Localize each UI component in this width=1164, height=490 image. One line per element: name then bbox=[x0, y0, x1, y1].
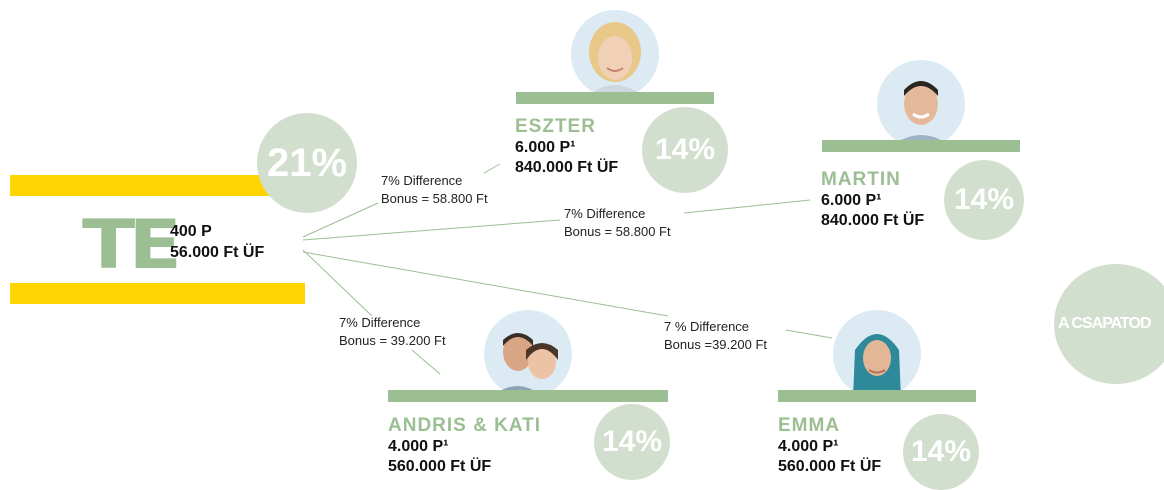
line-to-emma bbox=[302, 251, 669, 317]
emma-percent: 14% bbox=[910, 435, 972, 468]
martin-points: 6.000 P¹ bbox=[821, 192, 882, 209]
you-points: 400 P bbox=[170, 223, 212, 240]
andris-kati-photo bbox=[484, 310, 572, 398]
martin-portrait-icon bbox=[889, 81, 953, 148]
line-to-martin-2 bbox=[683, 199, 811, 214]
eszter-difference: 7% Difference bbox=[381, 173, 463, 188]
emma-percent-circle: 14% bbox=[903, 414, 979, 490]
eszter-percent-circle: 14% bbox=[642, 107, 728, 193]
line-to-eszter-2 bbox=[483, 163, 501, 174]
line-to-andris bbox=[302, 249, 373, 317]
andris-kati-percent-circle: 14% bbox=[594, 404, 670, 480]
martin-name: MARTIN bbox=[821, 169, 901, 190]
you-label: TE bbox=[82, 206, 182, 285]
eszter-photo bbox=[571, 10, 659, 98]
you-top-bar bbox=[10, 175, 305, 196]
line-to-emma-2 bbox=[785, 329, 833, 339]
martin-percent-circle: 14% bbox=[944, 160, 1024, 240]
martin-percent: 14% bbox=[953, 183, 1015, 216]
emma-bar bbox=[778, 390, 976, 402]
andris-kati-difference: 7% Difference bbox=[339, 315, 421, 330]
eszter-percent: 14% bbox=[654, 133, 716, 166]
connector-lines bbox=[302, 163, 833, 375]
eszter-points: 6.000 P¹ bbox=[515, 139, 576, 156]
you-revenue: 56.000 Ft ÜF bbox=[170, 244, 265, 261]
martin-photo bbox=[877, 60, 965, 148]
line-to-eszter bbox=[302, 202, 379, 238]
team-circle: A CSAPATOD bbox=[1054, 264, 1164, 384]
emma-portrait-icon bbox=[853, 334, 901, 398]
eszter-revenue: 840.000 Ft ÜF bbox=[515, 159, 619, 176]
emma-photo bbox=[833, 310, 921, 398]
martin-difference: 7% Difference bbox=[564, 206, 646, 221]
eszter-bar bbox=[516, 92, 714, 104]
you-bottom-bar bbox=[10, 283, 305, 304]
martin-bonus: Bonus = 58.800 Ft bbox=[564, 224, 671, 239]
line-to-andris-2 bbox=[411, 349, 441, 375]
eszter-name: ESZTER bbox=[515, 116, 596, 137]
you-percent-circle: 21% bbox=[257, 113, 357, 213]
andris-kati-bar bbox=[388, 390, 668, 402]
emma-revenue: 560.000 Ft ÜF bbox=[778, 458, 882, 475]
you-percent: 21% bbox=[266, 140, 348, 185]
andris-kati-name: ANDRIS & KATI bbox=[388, 415, 542, 436]
emma-points: 4.000 P¹ bbox=[778, 438, 839, 455]
emma-name: EMMA bbox=[778, 415, 841, 436]
martin-bar bbox=[822, 140, 1020, 152]
eszter-bonus: Bonus = 58.800 Ft bbox=[381, 191, 488, 206]
andris-kati-percent: 14% bbox=[601, 425, 663, 458]
andris-kati-bonus: Bonus = 39.200 Ft bbox=[339, 333, 446, 348]
andris-kati-points: 4.000 P¹ bbox=[388, 438, 449, 455]
martin-revenue: 840.000 Ft ÜF bbox=[821, 212, 925, 229]
eszter-portrait-icon bbox=[585, 22, 645, 98]
team-label: A CSAPATOD bbox=[1058, 315, 1152, 332]
emma-bonus: Bonus =39.200 Ft bbox=[664, 337, 767, 352]
emma-difference: 7 % Difference bbox=[664, 319, 750, 334]
andris-kati-revenue: 560.000 Ft ÜF bbox=[388, 458, 492, 475]
couple-portrait-icon bbox=[490, 333, 558, 398]
line-to-martin bbox=[302, 219, 561, 241]
